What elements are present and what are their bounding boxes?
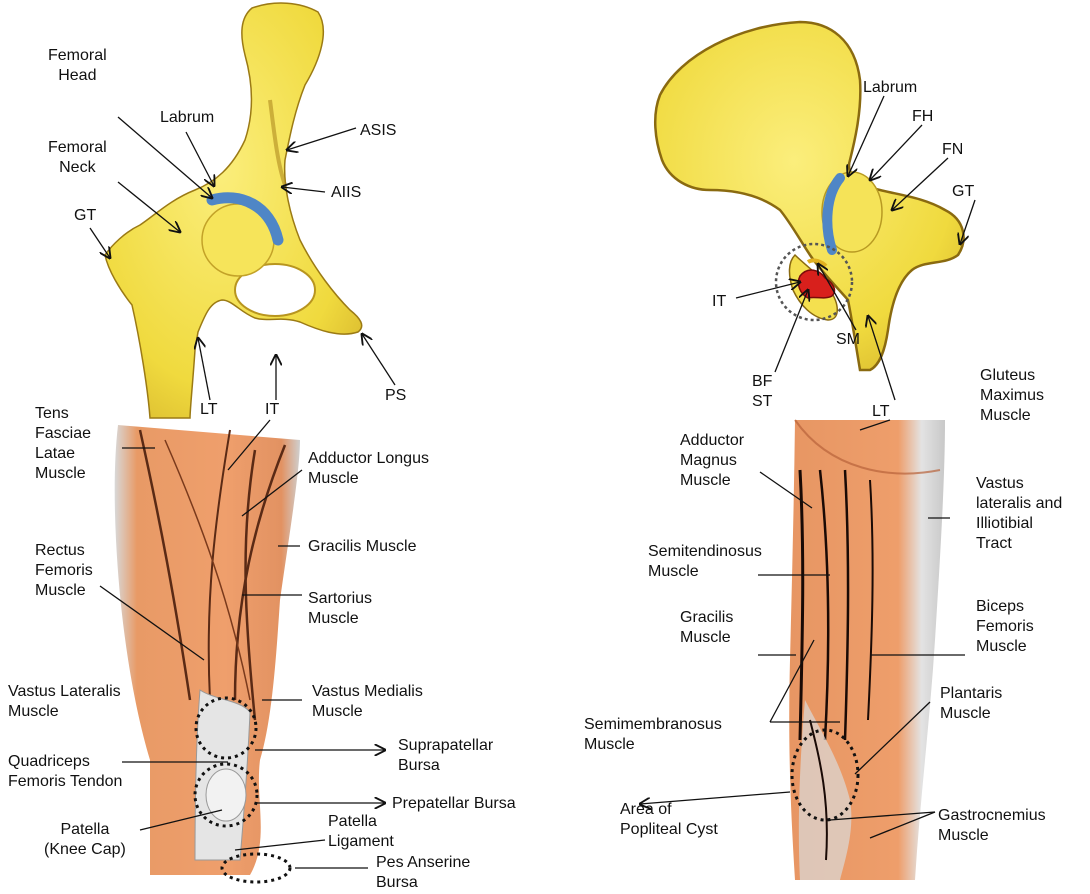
posterior-thigh: [789, 420, 945, 880]
label-it-anterior: IT: [265, 400, 279, 420]
label-gracilis-anterior: Gracilis Muscle: [308, 537, 416, 557]
label-gt-anterior: GT: [74, 206, 96, 226]
label-lt-anterior: LT: [200, 400, 217, 420]
label-lt-posterior: LT: [872, 402, 889, 422]
label-aiis: AIIS: [331, 183, 361, 203]
label-labrum-posterior: Labrum: [863, 78, 917, 98]
label-it-posterior: IT: [712, 292, 726, 312]
anterior-hip-bone: [105, 3, 362, 418]
label-patella: Patella(Knee Cap): [44, 820, 126, 860]
label-gt-posterior: GT: [952, 182, 974, 202]
patella-shape: [206, 769, 246, 821]
label-fh: FH: [912, 107, 933, 127]
label-fn: FN: [942, 140, 963, 160]
label-prepatellar-bursa: Prepatellar Bursa: [392, 794, 516, 814]
label-labrum-anterior: Labrum: [160, 108, 214, 128]
posterior-hip-bone: [655, 22, 963, 370]
label-asis: ASIS: [360, 121, 396, 141]
label-sm: SM: [836, 330, 860, 350]
posterior-pelvis-shape: [655, 22, 963, 370]
label-ps: PS: [385, 386, 406, 406]
